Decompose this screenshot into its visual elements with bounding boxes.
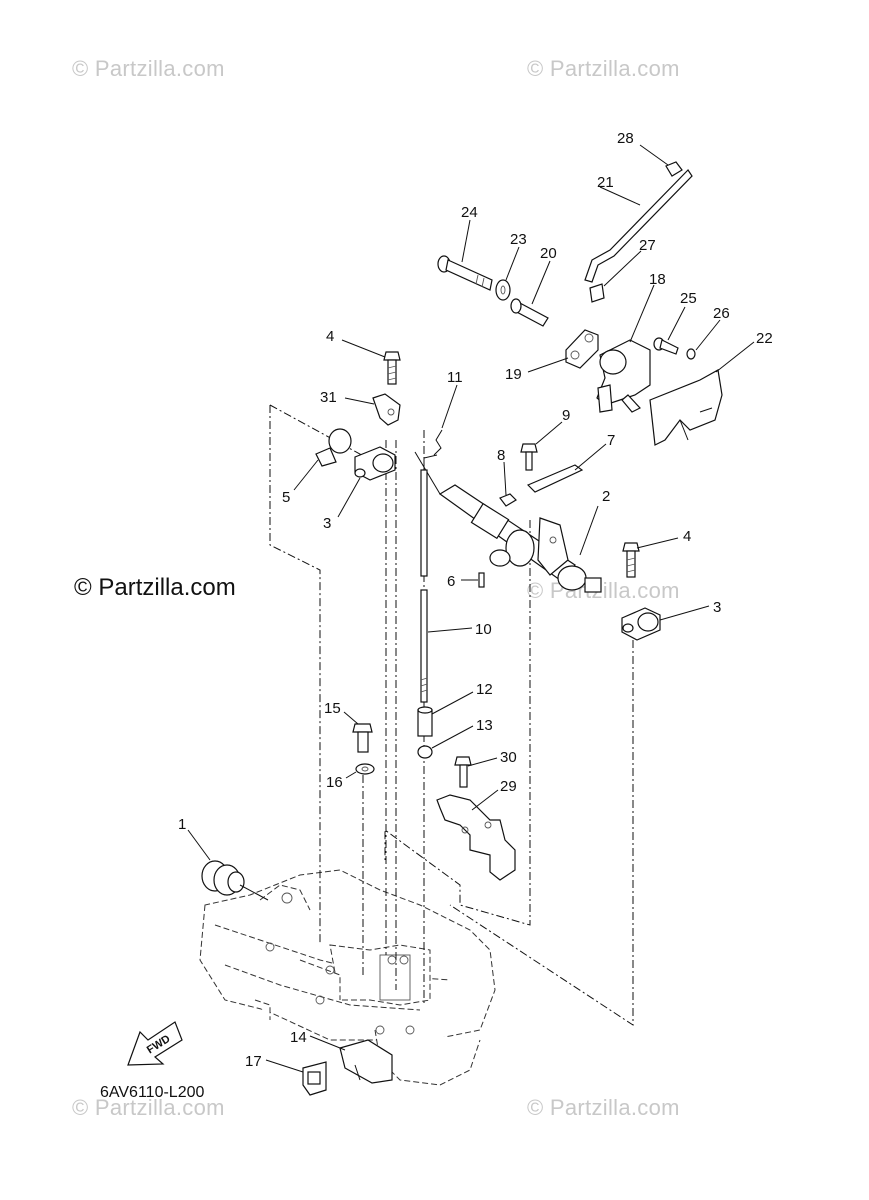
callouts: 1 2 3 3 4 4 5 6 7 8 9 10 11 12 13 14 15 <box>178 130 773 1073</box>
callout-29: 29 <box>500 778 517 795</box>
part-8-nut <box>499 493 517 507</box>
part-20-collar <box>510 298 549 327</box>
callout-5: 5 <box>282 489 290 506</box>
diagram-code: 6AV6110-L200 <box>100 1084 205 1101</box>
part-21-upper-link-rod <box>584 169 693 283</box>
callout-17: 17 <box>245 1053 262 1070</box>
bottom-cowling-outline <box>199 869 496 1086</box>
callout-23: 23 <box>510 231 527 248</box>
part-16-washer <box>355 763 375 775</box>
callout-9: 9 <box>562 407 570 424</box>
callout-31: 31 <box>320 389 337 406</box>
part-25-screw <box>653 337 679 355</box>
part-3-bushing-lower <box>621 607 661 641</box>
callout-10: 10 <box>475 621 492 638</box>
callout-20: 20 <box>540 245 557 262</box>
watermark-middle-right: © Partzilla.com <box>527 578 680 603</box>
callout-7: 7 <box>607 432 615 449</box>
callout-3a: 3 <box>323 515 331 532</box>
part-9-screw <box>520 443 538 471</box>
fwd-direction-arrow: FWD <box>127 1021 183 1066</box>
callout-4a: 4 <box>326 328 334 345</box>
part-14-bracket <box>339 1039 393 1084</box>
callout-21: 21 <box>597 174 614 191</box>
callout-3b: 3 <box>713 599 721 616</box>
callout-22: 22 <box>756 330 773 347</box>
part-15-bolt <box>352 723 373 753</box>
callout-30: 30 <box>500 749 517 766</box>
part-24-long-bolt <box>437 255 493 291</box>
callout-6: 6 <box>447 573 455 590</box>
watermark-top-right: © Partzilla.com <box>527 56 680 81</box>
assembly-guide-lines <box>269 404 634 1026</box>
part-12-joint-nut <box>417 706 433 737</box>
callout-14: 14 <box>290 1029 307 1046</box>
callout-4b: 4 <box>683 528 691 545</box>
part-22-bracket <box>649 369 723 446</box>
part-10-shift-rod <box>420 454 438 703</box>
part-27-clip <box>589 283 605 303</box>
callout-1: 1 <box>178 816 186 833</box>
part-19-link-plate <box>565 329 599 369</box>
callout-19: 19 <box>505 366 522 383</box>
callout-16: 16 <box>326 774 343 791</box>
part-13-nut <box>417 745 433 759</box>
part-31-clip <box>372 393 401 426</box>
part-17-clamp <box>302 1061 327 1096</box>
watermark-bottom-left: © Partzilla.com <box>72 1095 225 1120</box>
callout-25: 25 <box>680 290 697 307</box>
callout-15: 15 <box>324 700 341 717</box>
part-28-nut <box>665 161 683 177</box>
part-11-clip <box>433 429 443 456</box>
callout-13: 13 <box>476 717 493 734</box>
callout-26: 26 <box>713 305 730 322</box>
part-1-grommet <box>201 860 269 901</box>
callout-18: 18 <box>649 271 666 288</box>
part-4-bolt-lower <box>622 542 640 578</box>
part-26-washer <box>686 348 696 360</box>
part-2-shift-shaft-assembly <box>414 451 602 593</box>
watermark-top-left: © Partzilla.com <box>72 56 225 81</box>
callout-2: 2 <box>602 488 610 505</box>
part-30-bolt <box>454 756 472 788</box>
callout-27: 27 <box>639 237 656 254</box>
watermark-main: © Partzilla.com <box>74 574 236 601</box>
part-5-clip <box>315 428 352 467</box>
part-3-bushing-upper <box>354 446 396 481</box>
part-6-pin <box>478 572 485 588</box>
callout-24: 24 <box>461 204 478 221</box>
callout-8: 8 <box>497 447 505 464</box>
part-29-bracket <box>436 794 516 881</box>
watermark-bottom-right: © Partzilla.com <box>527 1095 680 1120</box>
part-23-washer <box>495 279 511 301</box>
callout-11: 11 <box>447 369 463 386</box>
callout-12: 12 <box>476 681 493 698</box>
part-7-plate <box>526 464 584 493</box>
part-18-shift-lever <box>596 339 651 413</box>
part-4-bolt-upper <box>383 351 401 385</box>
callout-28: 28 <box>617 130 634 147</box>
